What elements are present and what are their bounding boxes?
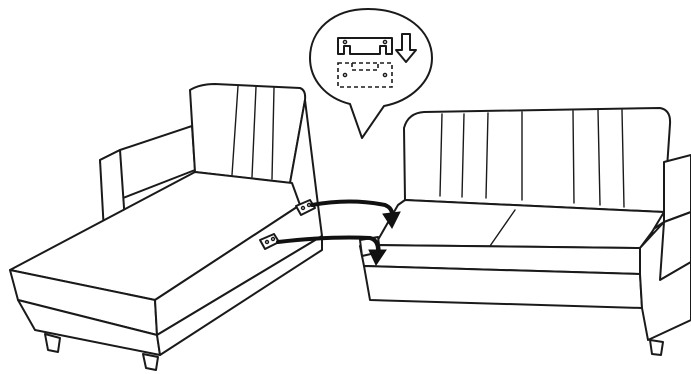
sofa-cushion-split [489,209,516,247]
sofa-backrest-channel [572,110,575,204]
connector-bracket-upper [295,199,316,216]
sofa-backrest-channel [485,112,489,199]
sofa-backrest-channel [439,113,443,197]
chaise-backrest [189,83,307,184]
sofa-section [359,107,691,356]
sofa-backrest-channel [597,109,601,206]
sofa-base-side [639,221,691,341]
sofa-backrest [403,107,672,213]
backrest-channel [271,87,275,180]
chaise-base-side [156,235,323,356]
arrow-upper [310,199,401,230]
sofa-backrest-channel [461,113,465,198]
chaise-section [9,83,323,371]
backrest-channel [231,85,239,176]
arrow-lower [276,235,387,267]
backrest-channel [251,86,257,178]
sofa-base-front [363,265,643,309]
chaise-leg [44,333,61,353]
callout-bracket-top [337,37,393,55]
sofa-backrest-channel [621,109,625,208]
callout-bracket-bottom-dashed [337,62,393,88]
chaise-seat-side [154,204,323,336]
chaise-leg [142,353,159,371]
callout-detail [309,8,433,139]
sofa-leg [649,339,664,356]
sofa-arm [663,154,691,223]
slide-down-arrow-icon [395,33,417,63]
